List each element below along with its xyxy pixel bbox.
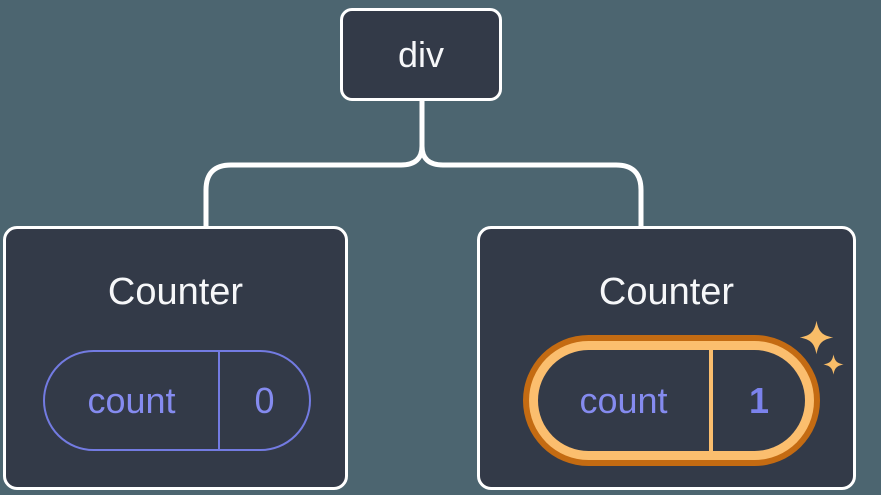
state-key-label: count bbox=[579, 379, 668, 421]
state-pill-inner: count 1 bbox=[538, 350, 805, 451]
state-value: 1 bbox=[748, 379, 770, 421]
state-pill-highlight-ring: count 1 bbox=[529, 341, 814, 460]
state-value-section: 0 bbox=[220, 352, 309, 449]
state-key-label: count bbox=[87, 379, 176, 421]
state-key-section: count bbox=[538, 350, 713, 451]
state-key-section: count bbox=[45, 352, 220, 449]
counter-card-left: Counter count 0 bbox=[3, 226, 348, 490]
state-value-section: 1 bbox=[713, 350, 805, 451]
state-pill-highlighted: count 1 bbox=[523, 335, 820, 466]
connector-left-branch bbox=[203, 98, 425, 229]
counter-card-right: Counter count 1 bbox=[477, 226, 856, 490]
component-title: Counter bbox=[107, 271, 244, 313]
state-pill: count 0 bbox=[43, 350, 311, 451]
root-node: div bbox=[340, 8, 502, 101]
component-title: Counter bbox=[598, 271, 735, 313]
state-value: 0 bbox=[254, 379, 275, 421]
root-node-label: div bbox=[397, 33, 445, 75]
connector-right-branch bbox=[419, 98, 644, 229]
